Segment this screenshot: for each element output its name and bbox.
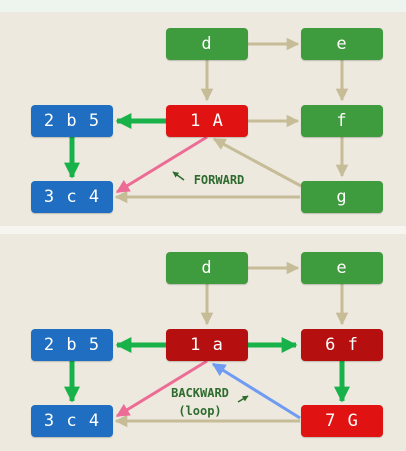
node-3c4-top: 3 c 4: [31, 181, 113, 213]
node-e-bottom: e: [301, 252, 383, 284]
backward-label-arrow: [237, 395, 249, 403]
edge-1a-3c4-bottom: [115, 359, 208, 418]
label-loop: (loop): [178, 404, 222, 418]
label-backward: BACKWARD: [171, 386, 229, 400]
node-d-top: d: [166, 28, 248, 60]
node-f-top: f: [301, 105, 383, 137]
edge-g-1A-top: [212, 137, 302, 188]
node-2b5-top: 2 b 5: [31, 105, 113, 137]
node-1A-top: 1 A: [166, 105, 248, 137]
label-forward: FORWARD: [193, 173, 245, 187]
node-2b5-bottom: 2 b 5: [31, 329, 113, 361]
forward-label-arrow: [172, 171, 185, 181]
panel-separator: [0, 226, 406, 234]
edge-1A-3c4-forward: [115, 135, 208, 194]
node-1a-bottom: 1 a: [166, 329, 248, 361]
node-3c4-bottom: 3 c 4: [31, 405, 113, 437]
node-d-bottom: d: [166, 252, 248, 284]
node-e-top: e: [301, 28, 383, 60]
node-6f-bottom: 6 f: [301, 329, 383, 361]
top-strip: [0, 0, 406, 12]
node-g-top: g: [301, 181, 383, 213]
edge-7G-1a-backward: [211, 362, 301, 420]
node-7G-bottom: 7 G: [301, 405, 383, 437]
